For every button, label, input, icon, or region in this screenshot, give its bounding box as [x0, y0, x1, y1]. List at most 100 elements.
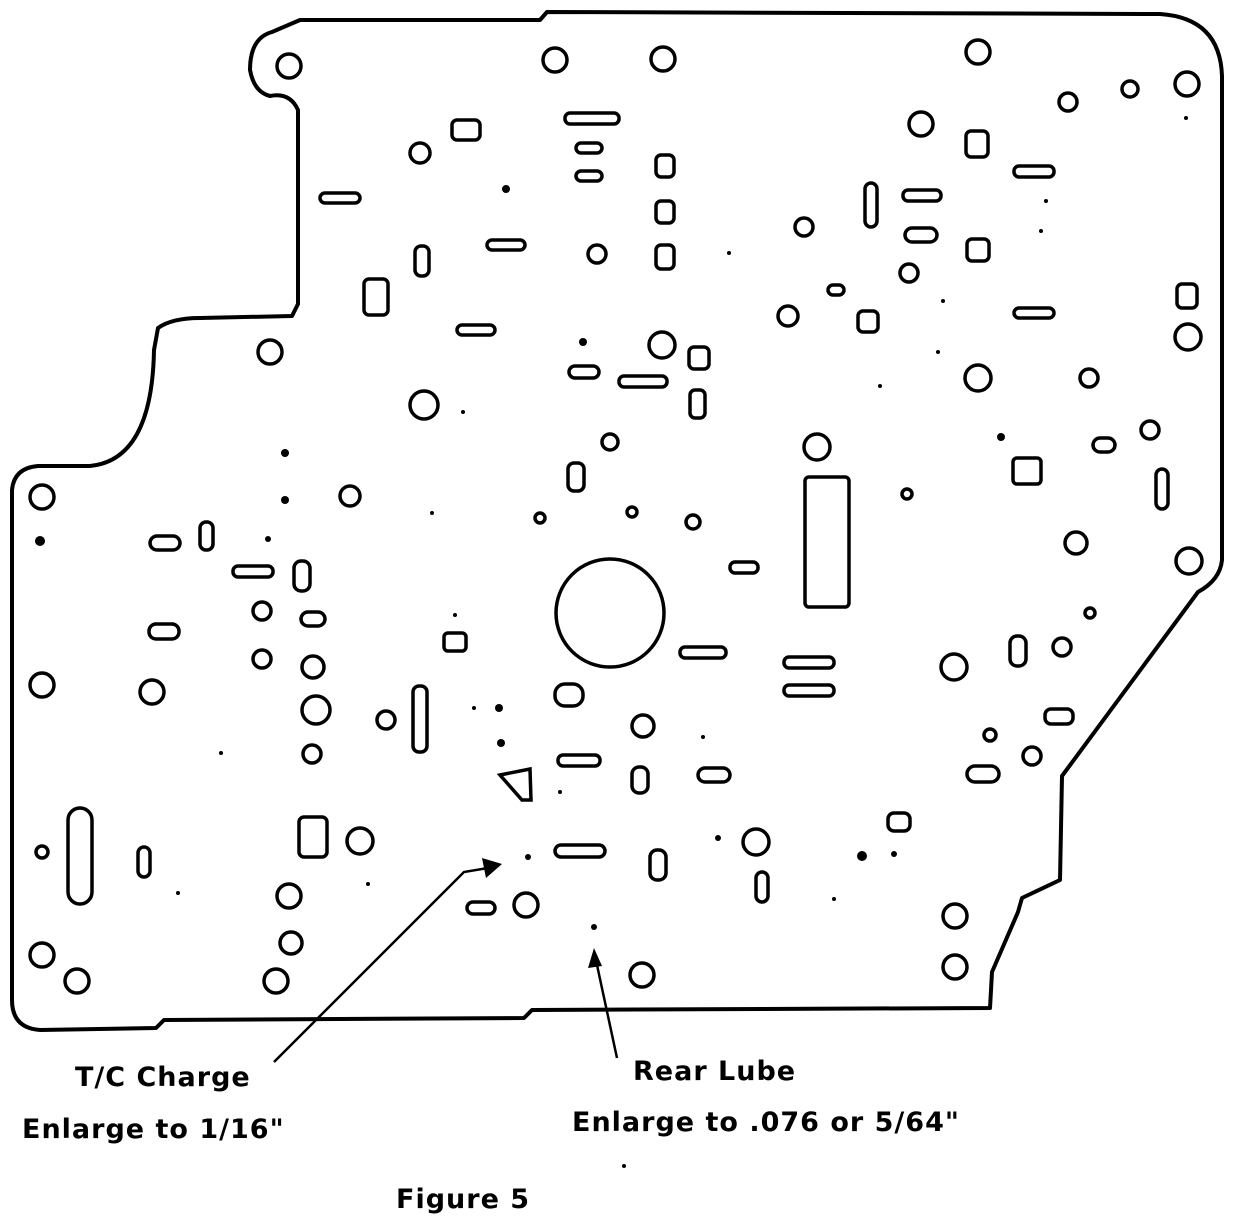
hole-circle-17: [408, 389, 440, 421]
hole-circle-32: [554, 557, 666, 669]
orifice-dot-25: [472, 706, 476, 710]
orifice-dot-31: [219, 751, 223, 755]
hole-circle-12: [898, 262, 920, 284]
hole-slot-11: [362, 277, 390, 317]
hole-slot-2: [574, 141, 604, 155]
hole-slot-25: [856, 309, 880, 334]
hole-circle-50: [512, 891, 540, 919]
hole-wedge-port: [496, 766, 533, 802]
orifice-dot-17: [1039, 229, 1043, 233]
hole-circle-43: [982, 727, 998, 743]
orifice-dot-28: [832, 897, 836, 901]
hole-slot-23: [965, 237, 991, 263]
hole-circle-6: [1057, 91, 1079, 113]
hole-slot-56: [754, 870, 770, 904]
rear-lube-leader: [588, 948, 619, 1059]
hole-slot-10: [413, 244, 431, 278]
hole-circle-56: [628, 961, 656, 989]
hole-slot-58: [147, 622, 181, 641]
hole-circle-37: [1051, 636, 1073, 658]
hole-slot-7: [654, 199, 676, 225]
hole-circle-31: [251, 600, 273, 622]
hole-circle-9: [907, 110, 935, 138]
hole-circle-1: [275, 52, 303, 80]
hole-slot-3: [574, 169, 604, 183]
tc-charge-arrowhead: [482, 858, 502, 878]
hole-slot-37: [728, 560, 760, 575]
hole-slot-14: [617, 374, 669, 389]
hole-circle-24: [338, 484, 362, 508]
hole-circle-11: [586, 243, 608, 265]
hole-circle-44: [301, 743, 323, 765]
hole-slot-42: [553, 682, 585, 708]
hole-slot-27: [1175, 282, 1199, 310]
hole-circle-35: [300, 654, 326, 680]
hole-circle-54: [63, 967, 91, 995]
hole-circle-45: [1021, 745, 1043, 767]
orifice-dot-16: [1044, 199, 1048, 203]
orifice-dot-5: [35, 536, 45, 546]
hole-circle-51: [941, 902, 969, 930]
tc-charge-leader: [273, 858, 502, 1063]
rear-lube-arrowhead: [588, 948, 602, 968]
hole-slot-36: [299, 610, 327, 628]
hole-slot-26: [1012, 306, 1056, 320]
hole-slot-1: [563, 111, 621, 126]
hole-circle-16: [1173, 322, 1203, 352]
hole-slot-45: [411, 684, 429, 754]
hole-slot-52: [297, 815, 329, 859]
hole-slot-34: [231, 564, 275, 579]
orifice-dot-3: [281, 449, 289, 457]
hole-slot-18: [863, 181, 879, 229]
hole-circle-4: [964, 38, 992, 66]
hole-circle-8: [408, 141, 432, 165]
hole-circle-27: [684, 513, 702, 531]
hole-slot-51: [136, 845, 152, 879]
hole-slot-57: [465, 900, 497, 916]
hole-circle-10: [793, 216, 815, 238]
hole-slot-44: [1043, 707, 1075, 726]
orifice-dot-9: [497, 739, 505, 747]
hole-circle-57: [941, 953, 969, 981]
hole-circle-38: [28, 671, 56, 699]
hole-slot-22: [1012, 164, 1056, 179]
hole-slot-20: [903, 226, 939, 244]
orifice-dot-2: [579, 338, 587, 346]
orifice-dot-32: [622, 1164, 626, 1168]
orifice-dot-7: [997, 433, 1005, 441]
hole-circle-21: [802, 432, 832, 462]
orifice-dot-19: [941, 299, 945, 303]
orifice-dot-1: [502, 185, 510, 193]
hole-slot-38: [678, 645, 728, 660]
hole-slot-9: [485, 238, 527, 252]
orifice-dot-13: [525, 854, 531, 860]
hole-circle-3: [649, 45, 677, 73]
hole-circle-29: [1063, 530, 1089, 556]
hole-slot-35: [292, 559, 312, 593]
hole-circle-33: [1083, 606, 1097, 620]
hole-circle-41: [375, 709, 397, 731]
figure-caption: Figure 5: [396, 1184, 531, 1215]
orifice-dot-29: [366, 882, 370, 886]
hole-circle-14: [256, 338, 284, 366]
hole-slot-43: [1008, 634, 1028, 668]
orifice-dot-20: [936, 350, 940, 354]
orifice-dot-6: [265, 536, 271, 542]
hole-circle-52: [278, 930, 304, 956]
hole-slot-8: [654, 243, 676, 271]
hole-slot-30: [1154, 467, 1170, 511]
hole-circle-28: [900, 487, 914, 501]
hole-slot-54: [648, 848, 668, 882]
hole-slot-4: [318, 191, 362, 205]
hole-circle-49: [275, 882, 303, 910]
hole-circle-39: [138, 678, 166, 706]
orifice-dot-8: [495, 704, 503, 712]
hole-slot-33: [198, 520, 215, 552]
orifice-dot-15: [1184, 116, 1188, 120]
hole-circle-23: [28, 483, 56, 511]
hole-circle-55: [262, 967, 290, 995]
hole-slot-6: [654, 153, 676, 179]
hole-slot-5: [450, 118, 482, 142]
hole-slot-29: [1011, 456, 1043, 486]
